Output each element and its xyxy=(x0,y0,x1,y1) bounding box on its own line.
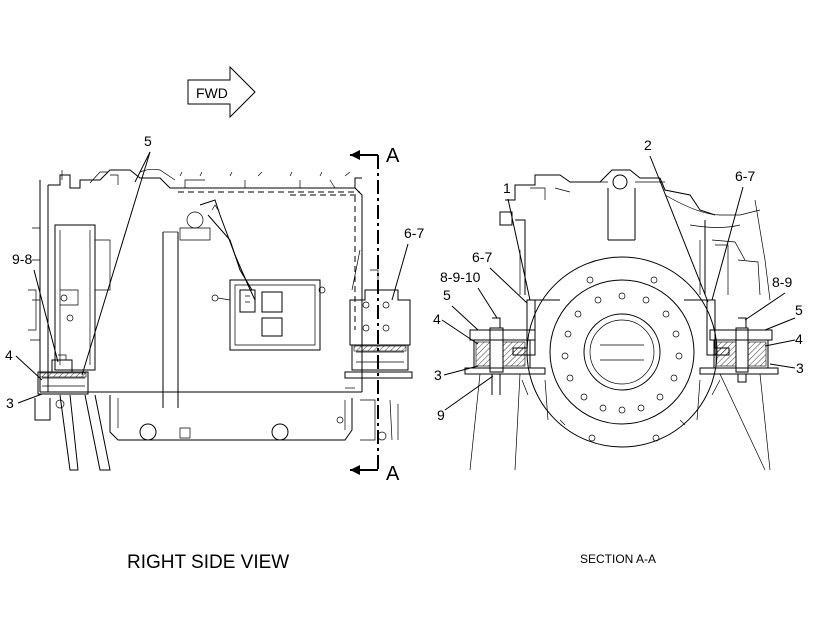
callout-3: 3 xyxy=(6,395,14,411)
section-aa-title: SECTION A-A xyxy=(580,552,656,566)
callout-9-8: 9-8 xyxy=(12,251,32,267)
right-side-view-engine xyxy=(28,168,413,471)
callout-4-left: 4 xyxy=(433,311,441,327)
callout-1: 1 xyxy=(503,180,511,196)
callout-4: 4 xyxy=(5,347,13,363)
callout-6-7-right: 6-7 xyxy=(735,168,755,184)
section-marker-top: A xyxy=(386,145,400,167)
callout-5: 5 xyxy=(144,133,152,149)
callout-4-right: 4 xyxy=(795,331,803,347)
section-aa-engine xyxy=(464,169,779,471)
callout-8-9: 8-9 xyxy=(772,274,792,290)
callout-2: 2 xyxy=(644,137,652,153)
right-side-view-callouts: 5 9-8 4 3 6-7 xyxy=(5,133,424,411)
callout-6-7: 6-7 xyxy=(404,225,424,241)
flywheel-bolt-holes xyxy=(561,276,683,414)
callout-3-left: 3 xyxy=(434,367,442,383)
right-side-view-title: RIGHT SIDE VIEW xyxy=(127,552,289,573)
callout-9: 9 xyxy=(437,407,445,423)
section-aa-callouts: 2 1 6-7 6-7 8-9-10 8-9 5 5 4 4 3 3 9 xyxy=(433,137,804,423)
callout-6-7-left: 6-7 xyxy=(472,249,492,265)
callout-5-left: 5 xyxy=(443,287,451,303)
callout-3-right: 3 xyxy=(796,360,804,376)
callout-5-right: 5 xyxy=(795,302,803,318)
fwd-arrow: FWD xyxy=(187,65,256,119)
section-marker-bottom: A xyxy=(386,463,400,485)
fwd-arrow-label: FWD xyxy=(196,85,228,101)
callout-8-9-10: 8-9-10 xyxy=(440,269,481,285)
section-line-a-a: A A xyxy=(350,145,400,485)
